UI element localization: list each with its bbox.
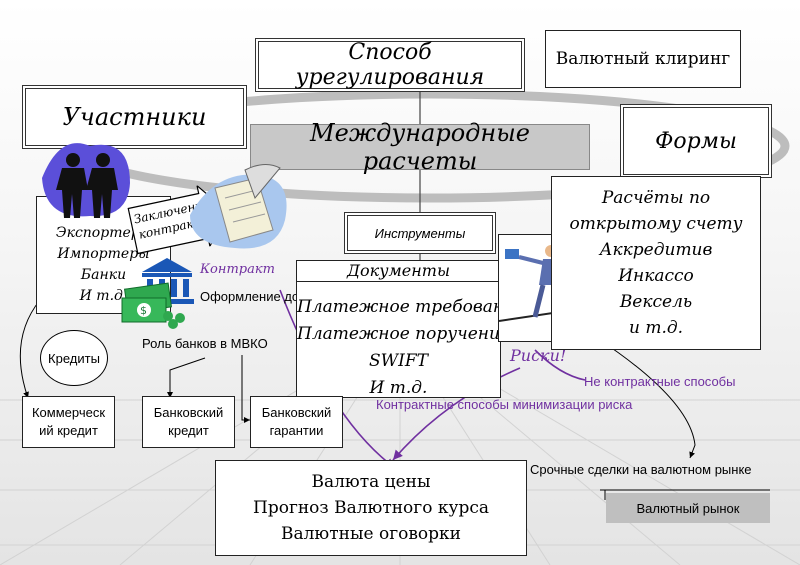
contract-label: Контракт: [200, 262, 275, 277]
arrow-risks-currency: [392, 367, 521, 461]
participant-item: Экспортеры: [55, 225, 152, 241]
forms-heading-box: Формы: [620, 104, 772, 178]
form-item: и т.д.: [628, 318, 684, 338]
form-item: Расчёты по: [601, 188, 711, 208]
page-title: Международные расчеты: [250, 119, 590, 175]
fx-market-box: Валютный рынок: [606, 493, 770, 523]
forward-deals-label: Срочные сделки на валютном рынке: [530, 462, 752, 477]
participant-item: Импортеры: [57, 246, 150, 262]
participants-heading-box: Участники: [22, 85, 247, 149]
arrow-bank-guarantee: [241, 355, 250, 423]
currency-item: Валюта цены: [311, 472, 431, 492]
bank-credit-box: Банковский кредит: [142, 396, 235, 448]
form-item: открытому счету: [569, 214, 743, 234]
risks-label: Риски!: [510, 346, 567, 365]
bank-guarantee-label: гарантии: [269, 423, 324, 438]
doc-processing-label: Оформление док: [200, 289, 297, 304]
document-item: Платежное поручение: [297, 324, 501, 344]
credits-oval: Кредиты: [40, 330, 108, 386]
forms-list-box: Расчёты по открытому счету Аккредитив Ин…: [551, 176, 761, 350]
banks-role-label: Роль банков в МВКО: [142, 336, 268, 351]
currency-item: Прогноз Валютного курса: [253, 498, 489, 518]
scroll-quill-illustration: [185, 160, 295, 255]
money-icon: $: [118, 280, 190, 336]
document-item: Платежное требование: [297, 297, 500, 317]
bank-credit-label: кредит: [168, 423, 209, 438]
documents-heading: Документы: [297, 261, 500, 282]
svg-text:$: $: [140, 304, 147, 317]
arrow-bank-credit: [167, 357, 206, 398]
bank-guarantee-label: Банковский: [261, 405, 332, 420]
settlement-method-box: Способ урегулирования: [255, 38, 525, 92]
bank-guarantee-box: Банковский гарантии: [250, 396, 343, 448]
form-item: Вексель: [619, 292, 693, 312]
document-item: SWIFT: [369, 351, 428, 371]
participant-item: Банки: [80, 267, 127, 283]
form-item: Аккредитив: [599, 240, 713, 260]
currency-clearing-box: Валютный клиринг: [545, 30, 741, 88]
commercial-credit-label: Коммерческ: [31, 405, 106, 420]
document-item: И т.д.: [369, 378, 428, 398]
commercial-credit-label: ий кредит: [39, 423, 98, 438]
line-non-contract: [534, 349, 586, 381]
arrow-forward-deals: [599, 339, 696, 459]
currency-methods-box: Валюта цены Прогноз Валютного курса Валю…: [215, 460, 527, 556]
commercial-credit-box: Коммерческ ий кредит: [22, 396, 115, 448]
documents-box: Документы Платежное требование Платежное…: [296, 260, 501, 398]
participant-item: И т.д.: [79, 288, 128, 304]
form-item: Инкассо: [618, 266, 694, 286]
bank-credit-label: Банковский: [153, 405, 224, 420]
non-contract-methods-label: Не контрактные способы: [584, 374, 736, 389]
currency-item: Валютные оговорки: [281, 524, 461, 544]
instruments-box: Инструменты: [344, 212, 496, 254]
contract-methods-label: Контрактные способы минимизации риска: [376, 397, 633, 412]
arrow-credits: [19, 299, 41, 399]
businessmen-illustration: [40, 138, 132, 220]
